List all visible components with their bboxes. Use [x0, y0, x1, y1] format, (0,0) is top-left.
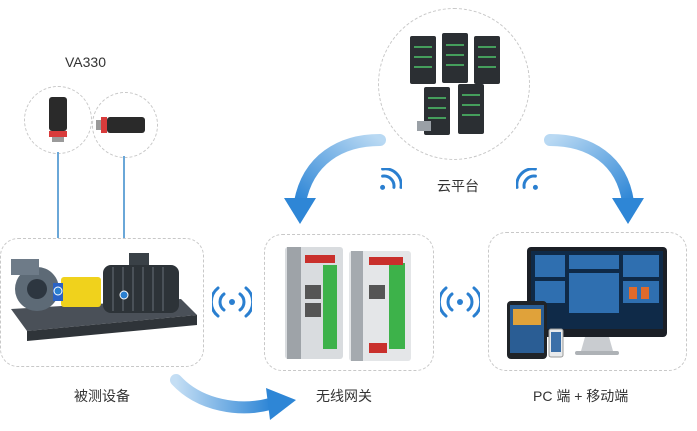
sensor-connector-line-1 [57, 152, 59, 287]
vibration-sensor-icon [49, 97, 67, 142]
sensor-connector-line-2 [123, 156, 125, 291]
sensor-vertical-circle [24, 86, 92, 154]
gateway-label: 无线网关 [316, 388, 372, 404]
sensor-horizontal-circle [92, 92, 158, 158]
cloud-platform-circle [378, 8, 530, 160]
cloud-to-gateway-arrow [284, 134, 386, 224]
cloud-platform-label: 云平台 [437, 178, 479, 194]
wifi-icon-cloud-right [516, 168, 538, 190]
client-box [488, 232, 687, 371]
monitor-tablet-phone-icon [507, 247, 667, 359]
wifi-icon-cloud-left [380, 168, 402, 190]
cloud-to-client-arrow [544, 134, 644, 224]
pump-motor-icon [11, 253, 197, 341]
gateway-device-icon [285, 247, 411, 361]
equipment-to-gateway-arrow [170, 374, 296, 420]
wifi-icon-client [440, 286, 480, 318]
vibration-sensor-side-icon [96, 117, 145, 133]
client-label: PC 端 + 移动端 [533, 388, 629, 404]
sensor-model-label: VA330 [65, 54, 106, 70]
wifi-icon-equipment [212, 286, 252, 318]
gateway-box [264, 234, 434, 371]
equipment-label: 被测设备 [74, 388, 130, 404]
equipment-box [0, 238, 204, 367]
server-rack-icon [410, 33, 500, 135]
